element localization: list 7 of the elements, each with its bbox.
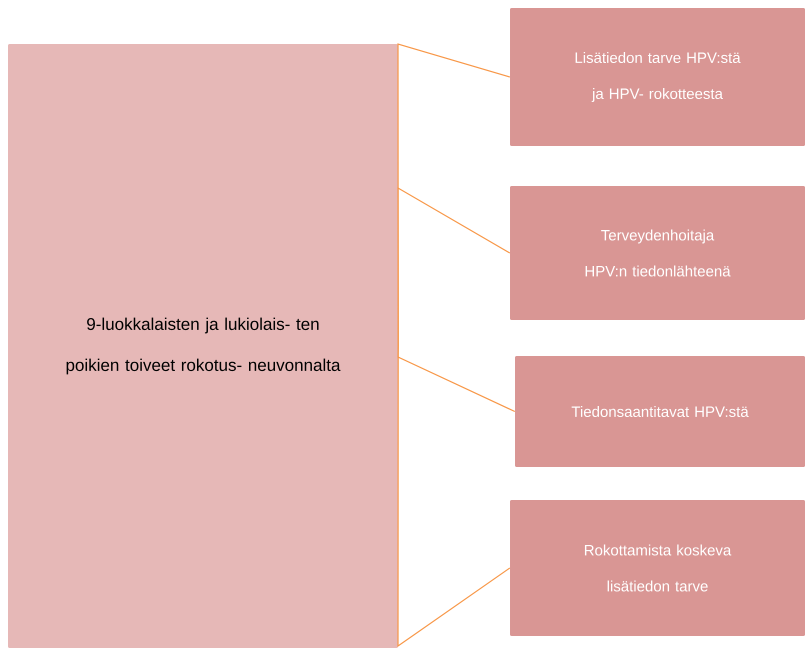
theme-box: Lisätiedon tarve HPV:stä ja HPV- rokotteesta [510,8,805,146]
connector-line [397,346,510,648]
theme-box: Tiedonsaantitavat HPV:stä [515,356,805,467]
theme-box: Rokottamista koskeva lisätiedon tarve [510,500,805,636]
topic-box: 9-luokkalaisten ja lukiolais- ten poikien toiveet rokotus- neuvonnalta [8,44,398,648]
theme-box: Terveydenhoitaja HPV:n tiedonlähteenä [510,186,805,320]
connector-line [397,186,510,346]
